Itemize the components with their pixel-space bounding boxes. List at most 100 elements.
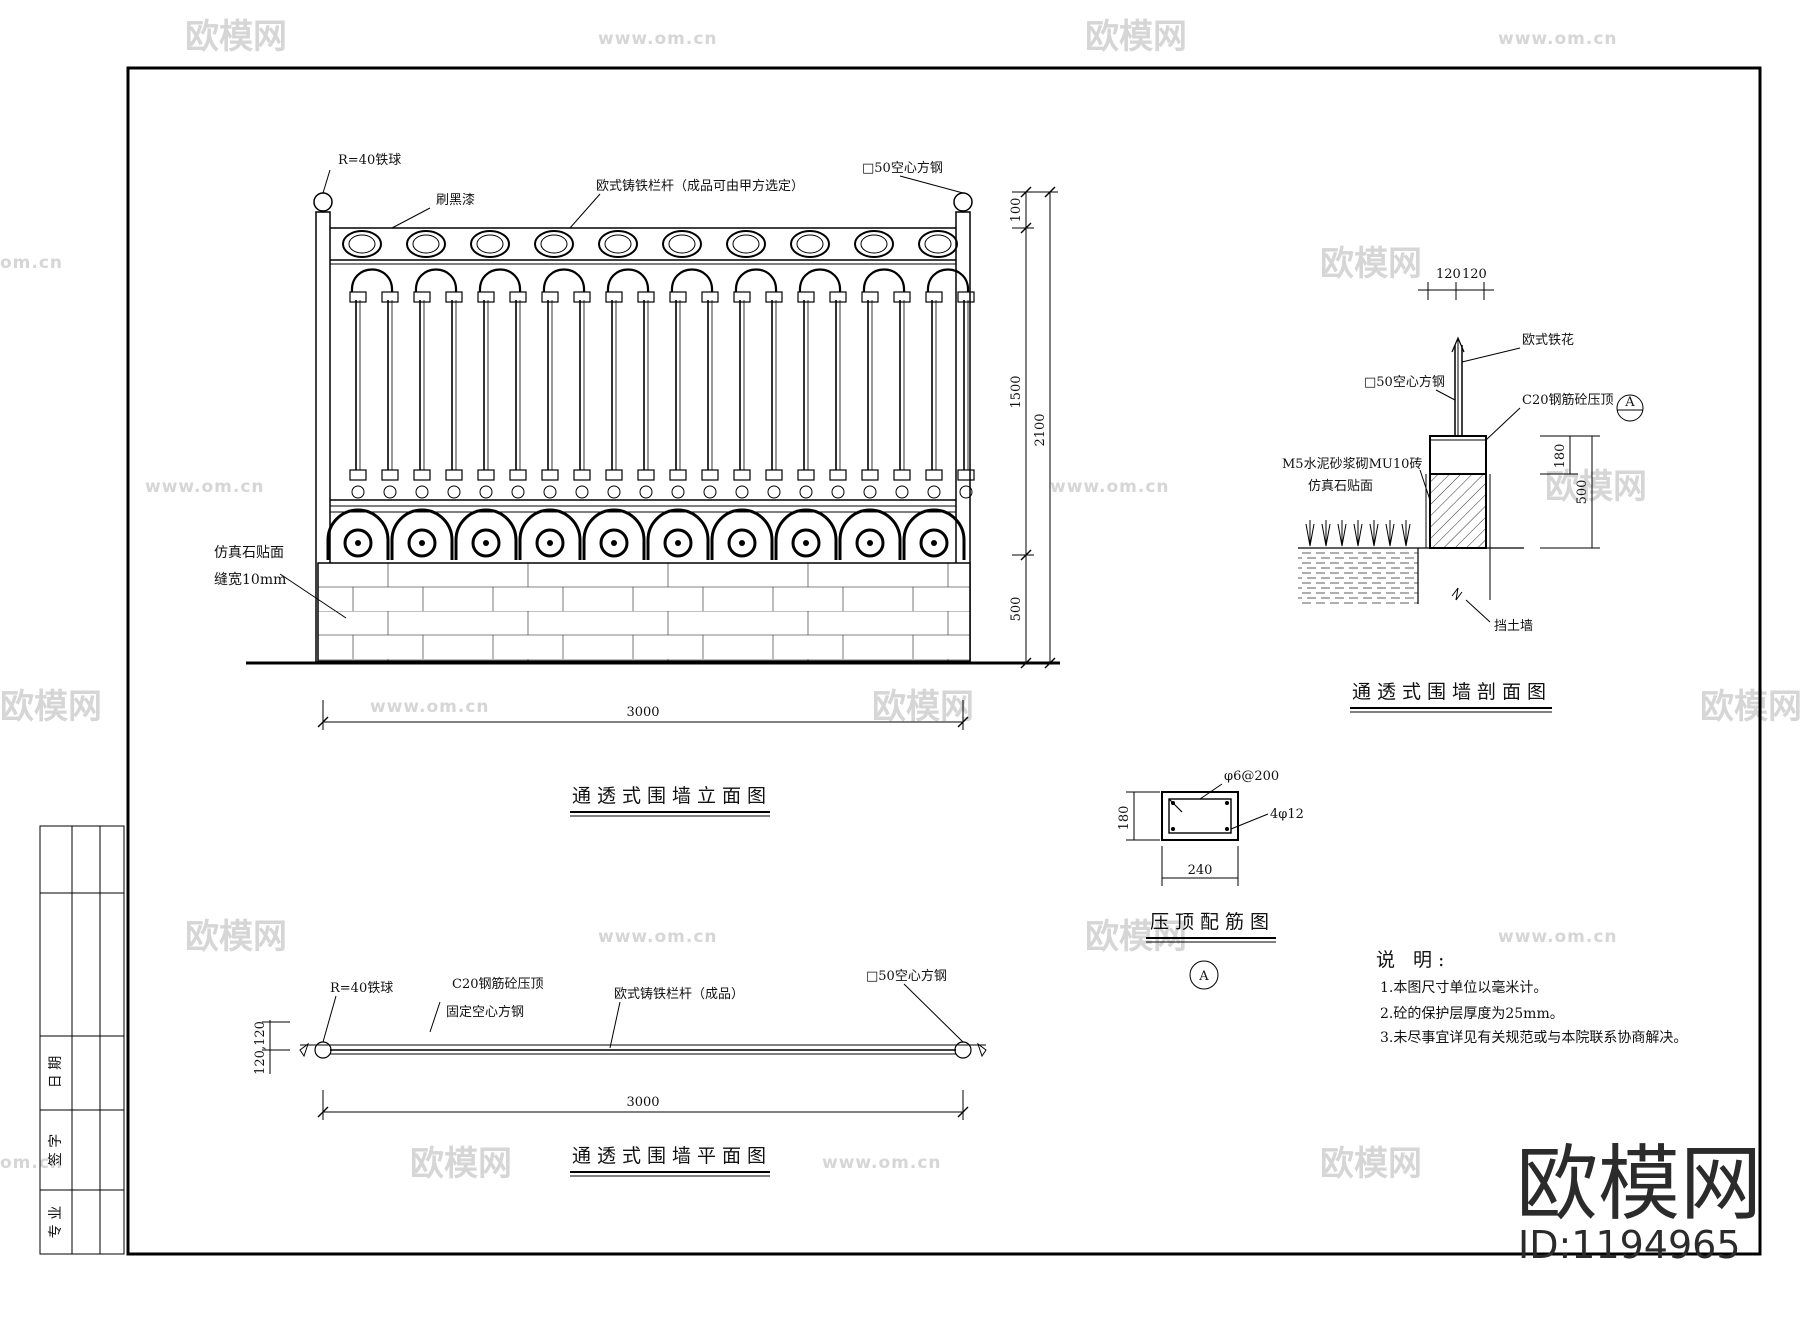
collar-top <box>669 291 687 303</box>
ring-ornament-inner <box>476 234 504 254</box>
collar-top <box>797 291 815 303</box>
post-ball-right <box>953 192 973 212</box>
collar-bottom <box>349 469 367 481</box>
collar-top <box>541 291 559 303</box>
base-rosette <box>343 528 373 558</box>
base-rosette-center <box>675 540 681 546</box>
section-view: 120 120 欧式铁花 □50空心方钢 C20钢筋砼压顶 A M5水泥砂浆砌M <box>1282 267 1644 713</box>
ring-ornament <box>726 230 766 258</box>
plant-stem <box>1385 520 1395 547</box>
knot <box>607 485 621 499</box>
title-block-date: 日 期 <box>48 1056 64 1088</box>
curl-ornament <box>606 268 650 293</box>
curl-ornament <box>542 268 586 293</box>
collar-bottom <box>957 469 975 481</box>
collar-bottom <box>573 469 591 481</box>
plan-label-square-steel: □50空心方钢 <box>866 968 947 984</box>
collar-bottom <box>765 469 783 481</box>
dim-rebar-width: 240 <box>1188 863 1213 878</box>
knot <box>863 485 877 499</box>
ring-ornament-inner <box>732 234 760 254</box>
section-wall <box>1429 473 1487 549</box>
ring-ornament <box>918 230 958 258</box>
knot <box>351 485 365 499</box>
watermark-layer: 欧模网 www.om.cn 欧模网 www.om.cn om.cn 欧模网 ww… <box>0 17 1800 1184</box>
section-callout <box>1616 394 1644 422</box>
ring-ornament-inner <box>924 234 952 254</box>
collar-top <box>637 291 655 303</box>
label-bars: 4φ12 <box>1270 807 1304 822</box>
base-arch <box>454 508 518 560</box>
label-ornament: 欧式铁花 <box>1522 332 1574 348</box>
dim-section-w2: 120 <box>1462 267 1487 282</box>
title-block-major: 专 业 <box>48 1206 64 1238</box>
rebar-detail: φ6@200 4φ12 180 240 压顶配筋图 A <box>1117 769 1304 990</box>
collar-top <box>413 291 431 303</box>
section-soil <box>1298 548 1418 604</box>
dim-elevation-width: 3000 <box>626 705 659 720</box>
collar-top <box>573 291 591 303</box>
plan-label-coping: C20钢筋砼压顶 <box>452 976 544 992</box>
base-arch <box>326 508 390 560</box>
collar-bottom <box>893 469 911 481</box>
notes: 说 明: 1.本图尺寸单位以毫米计。 2.砼的保护层厚度为25mm。 3.未尽事… <box>1376 949 1687 1046</box>
knot <box>639 485 653 499</box>
stone-base <box>317 562 971 662</box>
note-item-3: 3.未尽事宜详见有关规范或与本院联系协商解决。 <box>1380 1029 1687 1046</box>
knot <box>927 485 941 499</box>
section-callout-letter: A <box>1624 395 1635 410</box>
plan-view: R=40铁球 C20钢筋砼压顶 固定空心方钢 欧式铸铁栏杆（成品） □50空心方… <box>253 968 987 1177</box>
base-rosette <box>791 528 821 558</box>
watermark-url: www.om.cn <box>145 477 265 497</box>
base-rosette-center <box>739 540 745 546</box>
collar-bottom <box>509 469 527 481</box>
base-arch <box>710 508 774 560</box>
title-block: 日 期 签 字 专 业 <box>39 825 125 1255</box>
brand-id: ID:1194965 <box>1518 1223 1741 1267</box>
collar-top <box>925 291 943 303</box>
watermark-brand: 欧模网 <box>0 687 102 727</box>
label-square-steel: □50空心方钢 <box>862 160 943 176</box>
collar-top <box>957 291 975 303</box>
ring-ornament-inner <box>604 234 632 254</box>
note-item-1: 1.本图尺寸单位以毫米计。 <box>1380 979 1547 996</box>
watermark-brand: 欧模网 <box>1085 17 1187 57</box>
watermark-brand: 欧模网 <box>185 17 287 57</box>
elevation-title: 通透式围墙立面图 <box>572 785 772 807</box>
base-arch <box>838 508 902 560</box>
collar-top <box>893 291 911 303</box>
watermark-url: www.om.cn <box>1498 29 1618 49</box>
base-rosette-center <box>803 540 809 546</box>
watermark-brand: 欧模网 <box>1545 467 1647 507</box>
label-section-square-steel: □50空心方钢 <box>1364 374 1445 390</box>
collar-top <box>829 291 847 303</box>
curl-ornament <box>478 268 522 293</box>
watermark-url: www.om.cn <box>370 697 490 717</box>
label-stone-face: 仿真石贴面 <box>214 545 284 561</box>
collar-bottom <box>605 469 623 481</box>
ring-ornament-inner <box>796 234 824 254</box>
dim-total-height: 2100 <box>1033 413 1048 446</box>
base-rosette-center <box>611 540 617 546</box>
curl-ornament <box>862 268 906 293</box>
ring-ornament <box>470 230 510 258</box>
collar-bottom <box>925 469 943 481</box>
base-arch <box>390 508 454 560</box>
ring-ornament-inner <box>412 234 440 254</box>
ring-ornament <box>662 230 702 258</box>
watermark-brand: 欧模网 <box>410 1144 512 1184</box>
base-rosette <box>407 528 437 558</box>
label-section-stone-face: 仿真石贴面 <box>1308 479 1373 494</box>
note-item-2: 2.砼的保护层厚度为25mm。 <box>1380 1006 1564 1022</box>
collar-bottom <box>445 469 463 481</box>
collar-top <box>381 291 399 303</box>
collar-bottom <box>669 469 687 481</box>
base-rosette <box>471 528 501 558</box>
base-rosette-center <box>419 540 425 546</box>
ring-ornament <box>854 230 894 258</box>
knot <box>799 485 813 499</box>
dim-plan-depth: 120,120 <box>253 1021 268 1075</box>
watermark-brand: 欧模网 <box>1700 687 1800 727</box>
knot <box>671 485 685 499</box>
coping-section-box <box>1161 791 1239 841</box>
